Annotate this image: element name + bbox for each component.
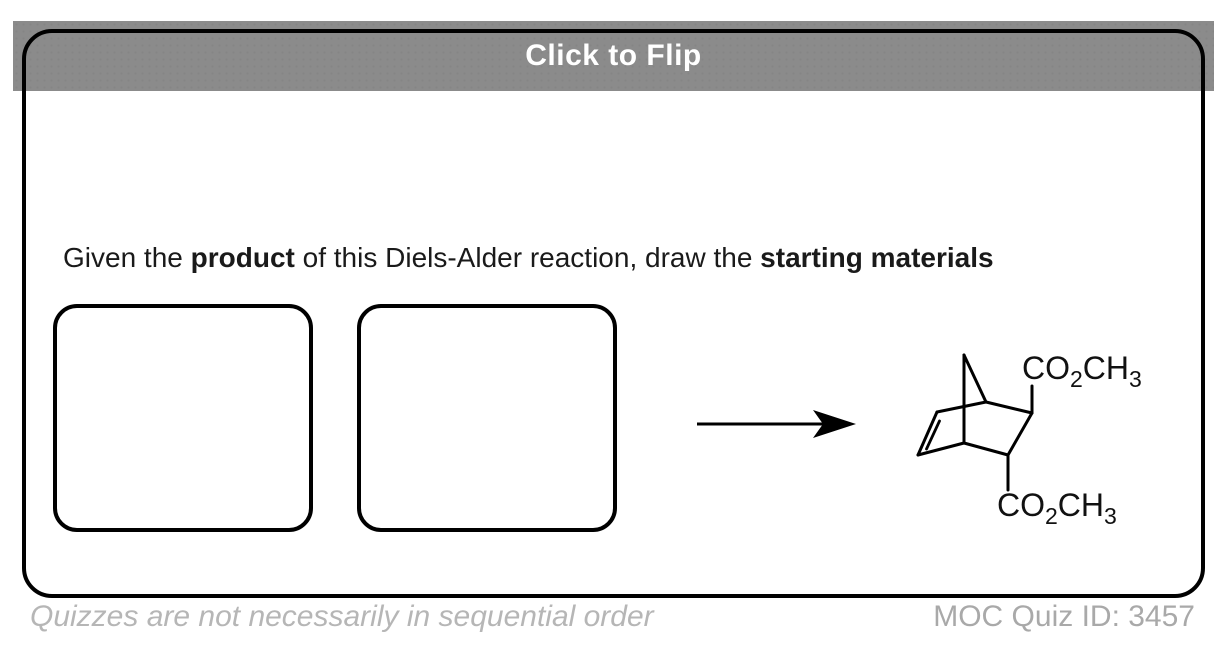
starting-material-box-1 <box>53 304 313 532</box>
question-text: Given the product of this Diels-Alder re… <box>63 242 1163 274</box>
quiz-card[interactable] <box>22 29 1205 598</box>
quiz-id: MOC Quiz ID: 3457 <box>933 600 1195 633</box>
flip-label: Click to Flip <box>525 39 702 72</box>
question-bold-starting-materials: starting materials <box>760 242 994 273</box>
product-molecule: CO2CH3 CO2CH3 <box>916 350 1142 529</box>
question-prefix: Given the <box>63 242 191 273</box>
starting-material-box-2 <box>357 304 617 532</box>
question-middle: of this Diels-Alder reaction, draw the <box>294 242 761 273</box>
ester-label-bottom: CO2CH3 <box>997 487 1117 529</box>
question-bold-product: product <box>190 242 295 273</box>
reaction-arrow-icon <box>697 410 856 438</box>
footer-note: Quizzes are not necessarily in sequentia… <box>30 600 654 633</box>
ester-label-top: CO2CH3 <box>1022 350 1142 392</box>
